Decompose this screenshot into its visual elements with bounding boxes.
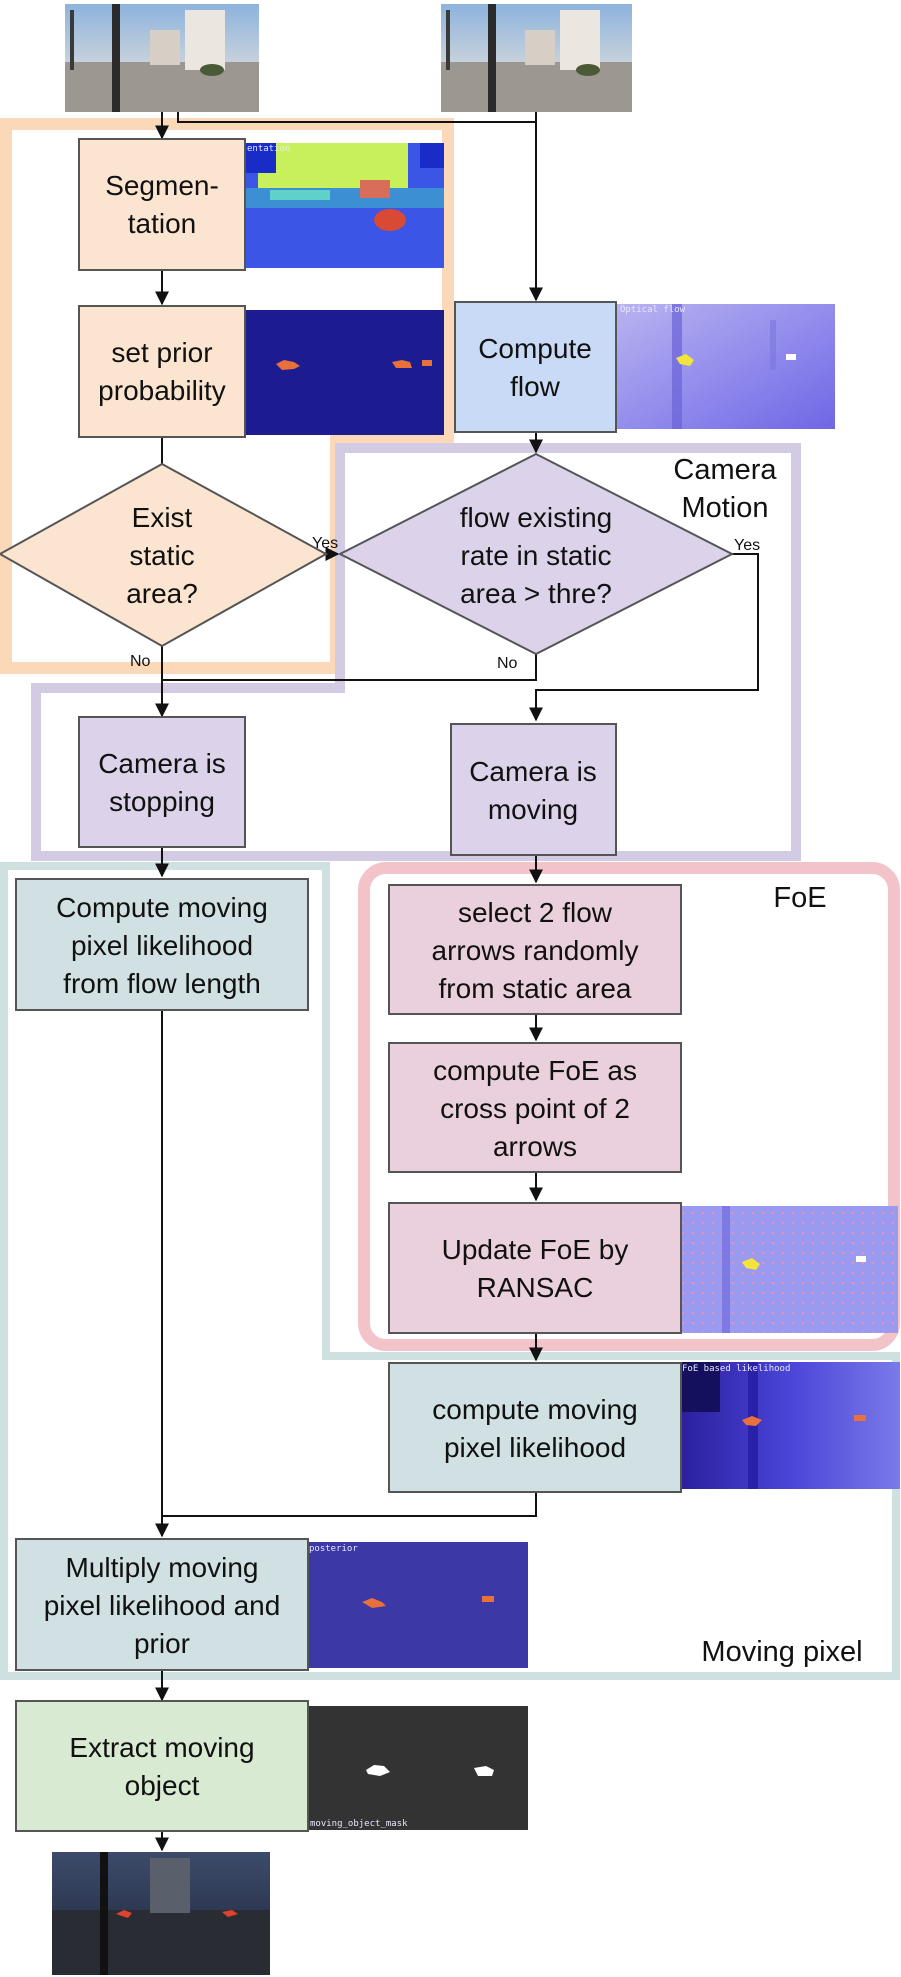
optical-flow-image-label: Optical flow bbox=[620, 305, 686, 315]
text-line: from flow length bbox=[63, 968, 261, 999]
node-camera-moving: Camera is moving bbox=[450, 723, 617, 856]
node-set-prior-label: set prior probability bbox=[98, 337, 226, 406]
node-select-arrows: select 2 flow arrows randomly from static … bbox=[388, 884, 682, 1015]
text-line: arrows bbox=[493, 1131, 577, 1162]
input-frame-2-image bbox=[441, 4, 632, 112]
text-line: object bbox=[125, 1770, 200, 1801]
segmentation-map-image: entation bbox=[246, 143, 444, 268]
text-line: area? bbox=[126, 578, 198, 609]
input-frame-1-image bbox=[65, 4, 259, 112]
edge-label-no-static: No bbox=[130, 653, 151, 670]
text-line: Update FoE by bbox=[442, 1234, 629, 1265]
text-line: Compute bbox=[478, 333, 592, 364]
text-line: moving bbox=[488, 794, 578, 825]
moving-object-mask-image: moving_object_mask bbox=[307, 1706, 528, 1830]
node-extract-label: Extract moving object bbox=[69, 1732, 254, 1801]
node-segmentation: Segmen-tation bbox=[78, 138, 246, 271]
node-segmentation-label: Segmen-tation bbox=[105, 170, 219, 239]
node-compute-flow-label: Compute flow bbox=[478, 333, 592, 402]
optical-flow-image: Optical flow bbox=[617, 304, 835, 429]
node-multiply: Multiply moving pixel likelihood and prior bbox=[15, 1538, 309, 1671]
text-line: static bbox=[129, 540, 194, 571]
text-line: area > thre? bbox=[460, 578, 612, 609]
text-line: flow bbox=[510, 371, 561, 402]
text-line: stopping bbox=[109, 786, 215, 817]
foe-group-frame bbox=[358, 862, 900, 1351]
node-compute-likelihood: compute moving pixel likelihood bbox=[388, 1362, 682, 1493]
node-compute-flow: Compute flow bbox=[454, 301, 617, 433]
node-multiply-label: Multiply moving pixel likelihood and prior bbox=[44, 1552, 281, 1659]
text-line: Compute moving bbox=[56, 892, 268, 923]
node-compute-foe-label: compute FoE as cross point of 2 arrows bbox=[433, 1055, 637, 1162]
node-extract: Extract moving object bbox=[15, 1700, 309, 1832]
node-camera-stopping-label: Camera is stopping bbox=[98, 748, 226, 817]
node-likelihood-flow-length-label: Compute moving pixel likelihood from flow … bbox=[56, 892, 268, 999]
node-compute-likelihood-label: compute moving pixel likelihood bbox=[432, 1394, 637, 1463]
text-line: Camera bbox=[673, 454, 777, 486]
text-line: prior bbox=[134, 1628, 190, 1659]
mask-image-label: moving_object_mask bbox=[310, 1819, 408, 1829]
text-line: compute moving bbox=[432, 1394, 637, 1425]
text-line: set prior bbox=[111, 337, 212, 368]
text-line: Multiply moving bbox=[66, 1552, 259, 1583]
foe-group-title: FoE bbox=[773, 882, 826, 914]
output-frame-image bbox=[52, 1852, 270, 1975]
text-line: compute FoE as bbox=[433, 1055, 637, 1086]
prior-probability-image bbox=[246, 310, 444, 435]
text-line: pixel likelihood bbox=[71, 930, 253, 961]
text-line: arrows randomly bbox=[432, 935, 639, 966]
node-compute-foe: compute FoE as cross point of 2 arrows bbox=[388, 1042, 682, 1173]
text-line: Camera is bbox=[469, 756, 597, 787]
edge-label-yes-flow: Yes bbox=[734, 537, 760, 554]
camera-motion-group-frame bbox=[31, 443, 801, 861]
text-line: pixel likelihood bbox=[444, 1432, 626, 1463]
connectors bbox=[155, 112, 759, 1852]
text-line: RANSAC bbox=[477, 1272, 594, 1303]
segmentation-image-label: entation bbox=[247, 144, 290, 154]
text-line: cross point of 2 bbox=[440, 1093, 630, 1124]
node-update-foe: Update FoE by RANSAC bbox=[388, 1202, 682, 1334]
ransac-foe-image bbox=[680, 1206, 898, 1333]
node-camera-moving-label: Camera is moving bbox=[469, 756, 597, 825]
edge-label-yes-static: Yes bbox=[312, 535, 338, 552]
node-likelihood-flow-length: Compute moving pixel likelihood from flow … bbox=[15, 878, 309, 1011]
text-line: pixel likelihood and bbox=[44, 1590, 281, 1621]
node-flow-rate-label: flow existing rate in static area > thre? bbox=[460, 502, 613, 609]
posterior-image-label: posterior bbox=[309, 1544, 358, 1554]
node-flow-rate-decision: flow existing rate in static area > thre? bbox=[337, 452, 735, 656]
text-line: from static area bbox=[439, 973, 632, 1004]
node-exist-static-label: Exist static area? bbox=[126, 502, 198, 609]
text-line: tation bbox=[128, 208, 197, 239]
moving-pixel-group-frame bbox=[0, 862, 900, 1680]
node-update-foe-label: Update FoE by RANSAC bbox=[442, 1234, 629, 1303]
foe-likelihood-image-label: FoE based likelihood bbox=[682, 1364, 790, 1374]
moving-pixel-group-title: Moving pixel bbox=[701, 1636, 862, 1668]
node-select-arrows-label: select 2 flow arrows randomly from static … bbox=[432, 897, 639, 1004]
text-line: select 2 flow bbox=[458, 897, 613, 928]
edge-labels: Yes No Yes No bbox=[130, 535, 760, 672]
foe-likelihood-image: FoE based likelihood bbox=[680, 1362, 900, 1489]
segmentation-group-frame bbox=[0, 118, 454, 674]
text-line: Camera is bbox=[98, 748, 226, 779]
edge-label-no-flow: No bbox=[497, 655, 518, 672]
text-line: Extract moving bbox=[69, 1732, 254, 1763]
text-line: Exist bbox=[132, 502, 193, 533]
node-camera-stopping: Camera is stopping bbox=[78, 716, 246, 848]
group-frames bbox=[0, 118, 900, 1680]
text-line: rate in static bbox=[461, 540, 612, 571]
text-line: Motion bbox=[681, 492, 768, 524]
text-line: flow existing bbox=[460, 502, 613, 533]
node-exist-static-area: Exist static area? bbox=[0, 462, 329, 648]
node-set-prior: set prior probability bbox=[78, 305, 246, 438]
text-line: Segmen- bbox=[105, 170, 219, 201]
posterior-image: posterior bbox=[307, 1542, 528, 1668]
text-line: probability bbox=[98, 375, 226, 406]
